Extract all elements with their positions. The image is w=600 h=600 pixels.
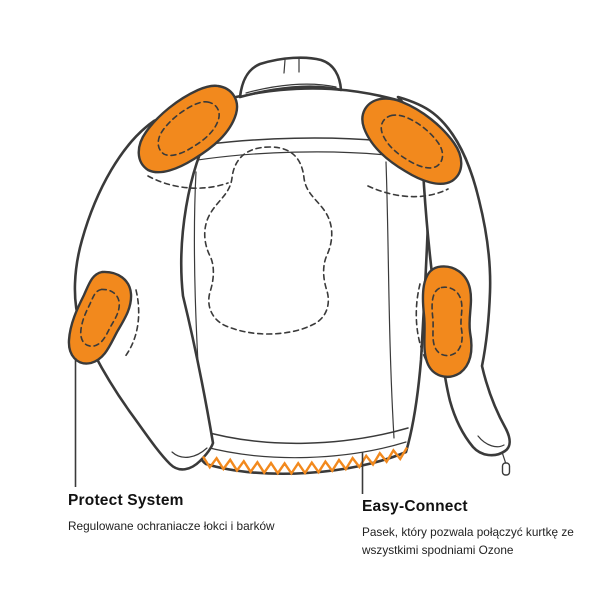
shoulder-pad-right-stitch xyxy=(380,114,444,169)
protect-system-title: Protect System xyxy=(68,492,184,509)
collar-notch-left xyxy=(283,59,286,74)
shoulder-pad-left-stitch xyxy=(157,101,220,157)
elbow-pad-right xyxy=(421,265,473,378)
elbow-pad-right-stitch xyxy=(431,286,463,357)
protect-system-callout: Protect System Regulowane ochraniacze ło… xyxy=(68,492,348,535)
back-protector-outline xyxy=(203,146,333,335)
easy-connect-callout: Easy-Connect Pasek, który pozwala połącz… xyxy=(362,498,574,560)
shoulder-pad-left xyxy=(137,84,239,174)
left-sleeve xyxy=(73,98,234,471)
protect-system-description: Regulowane ochraniacze łokci i barków xyxy=(68,519,275,533)
elbow-pad-left-stitch xyxy=(79,288,121,348)
jacket-collar xyxy=(238,56,343,99)
shoulder-pad-right xyxy=(361,97,463,185)
left-cuff-seam xyxy=(171,447,208,458)
collar-seam xyxy=(245,83,337,94)
zipper-pull-icon xyxy=(501,451,511,476)
easy-connect-zigzag xyxy=(201,446,409,476)
easy-connect-title: Easy-Connect xyxy=(362,498,468,515)
elbow-pad-left xyxy=(67,270,133,365)
right-cuff-seam xyxy=(477,435,505,448)
easy-connect-description: Pasek, który pozwala połączyć kurtkę ze … xyxy=(362,525,574,558)
